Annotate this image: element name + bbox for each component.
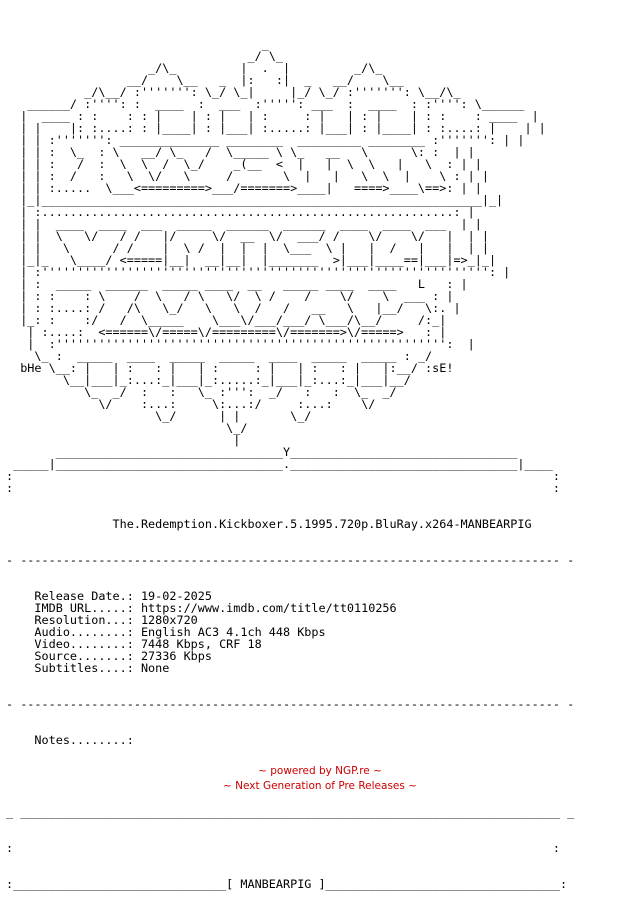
art-line: | :'''''''''''''''''''''''''''''''''''''… xyxy=(6,265,511,279)
art-line: | : : : \ / \ / \ \/ \ / / \/ \ ___ : | xyxy=(6,289,454,303)
footer-powered-by: ~ powered by NGP.re ~ xyxy=(258,765,382,777)
art-line: |_: : :/ / \_____ \___\/___/___/ \___/\_… xyxy=(6,313,447,327)
separator-dot: : : xyxy=(6,841,560,855)
info-value: 19-02-2025 xyxy=(140,589,212,603)
ascii-art-logo: _ _/ \_ _/\_ | . | _/\_ __/ \__ _ |: :| … xyxy=(6,38,634,494)
art-line: \/ :...: \:...:/ :...: \/ xyxy=(6,397,376,411)
info-label: Audio........: xyxy=(6,625,141,639)
info-row: Source.......: 27336 Kbps xyxy=(6,650,634,662)
info-value: 1280x720 xyxy=(140,613,198,627)
info-row: IMDB URL.....: https://www.imdb.com/titl… xyxy=(6,602,634,614)
info-row: Resolution...: 1280x720 xyxy=(6,614,634,626)
info-label: Resolution...: xyxy=(6,613,141,627)
art-line: | | \ \/ / / |/ \/ __ \/ ___/ / \/ \/ | … xyxy=(6,229,489,243)
info-value: 7448 Kbps, CRF 18 xyxy=(140,637,262,651)
info-label: Video........: xyxy=(6,637,141,651)
info-label: Release Date.: xyxy=(6,589,141,603)
art-line: _/\__/ :''''''': \_/ \_| |_/ \_/ :''''''… xyxy=(6,85,461,99)
art-line: | :....: <======\/=====\/=========\/====… xyxy=(6,325,447,339)
notes-row: Notes........: xyxy=(6,734,634,746)
notes-label: Notes........: xyxy=(6,733,141,747)
art-line: | | :''''''': ______________ ________ __… xyxy=(6,133,525,147)
art-line: | | ____ ____ ___ _____ ______ ______ __… xyxy=(6,217,482,231)
art-line: | : :....: / /\ \_/ \ \ / / __ \ |__/ \:… xyxy=(6,301,461,315)
art-line: | :'''''''''''''''''''''''''''''''''''''… xyxy=(6,337,475,351)
art-line: | | |: :....: : |____| : |___| :.....: |… xyxy=(6,121,546,135)
footer-tagline: ~ Next Generation of Pre Releases ~ xyxy=(223,780,417,792)
art-line: | ____ : : : : | | : | | : : | | : | | :… xyxy=(6,109,539,123)
art-line: : : xyxy=(6,481,560,495)
art-line: |_|_____________________________________… xyxy=(6,193,504,207)
art-line: | | \ / / | \ / | | | \___ \ | | / | | |… xyxy=(6,241,489,255)
info-value: 27336 Kbps xyxy=(140,649,212,663)
closing-banner: :______________________________[ MANBEAR… xyxy=(6,877,568,891)
info-label: IMDB URL.....: xyxy=(6,601,141,615)
art-line: bHe \__: | | : : | | : : | | : : | |:__/… xyxy=(6,361,454,375)
info-row: Release Date.: 19-02-2025 xyxy=(6,590,634,602)
info-row: Video........: 7448 Kbps, CRF 18 xyxy=(6,638,634,650)
separator-bottom-open: _ ______________________________________… xyxy=(6,805,575,819)
art-line: \_/ | | \_/ xyxy=(6,409,312,423)
info-value: None xyxy=(140,661,170,675)
info-label: Subtitles....: xyxy=(6,661,141,675)
art-line: \_ _/ : : \_ :''': _/ : : \_ _/ xyxy=(6,385,397,399)
release-title: The.Redemption.Kickboxer.5.1995.720p.Blu… xyxy=(6,517,532,531)
art-line: \_/ xyxy=(6,421,248,435)
separator-dash: - --------------------------------------… xyxy=(6,697,575,711)
art-line: \_ : _____ ____ _____ _____ ____ _____ _… xyxy=(6,349,433,363)
release-info-table: Release Date.: 19-02-2025 IMDB URL.....:… xyxy=(6,590,634,674)
info-label: Source.......: xyxy=(6,649,141,663)
art-line: : : xyxy=(6,469,560,483)
info-row: Audio........: English AC3 4.1ch 448 Kbp… xyxy=(6,626,634,638)
art-line: _ xyxy=(6,37,269,51)
art-line: _/ \_ xyxy=(6,49,283,63)
art-line: | | : \_ : \ __/ \_ / \_____ \ \_ __ \ \… xyxy=(6,145,475,159)
art-line: | | : / : \ \/ \ / \ | | \ \ | \ : | | xyxy=(6,169,489,183)
art-line: | | : / : \ \ / \_/ _(__ < | | \ \ | \ :… xyxy=(6,157,482,171)
art-line: | | :..... \___<=========>___/=======>__… xyxy=(6,181,482,195)
art-line: _/\_ | . | _/\_ xyxy=(6,61,383,75)
info-row: Subtitles....: None xyxy=(6,662,634,674)
info-value: https://www.imdb.com/title/tt0110256 xyxy=(140,601,397,615)
art-line: _____|________________________________._… xyxy=(6,457,553,471)
art-line: __/ \__ _ |: :| _ __/ \__ xyxy=(6,73,404,87)
art-line: | : _____ ______ _____ ____ __ _____ ___… xyxy=(6,277,468,291)
art-line: \__|___|_:...:_|___|_:.....:_|___|_:...:… xyxy=(6,373,411,387)
art-line: ________________________________Y_______… xyxy=(6,445,518,459)
art-line: |_|_ \____/ <=====|__| __|__| |_______ >… xyxy=(6,253,497,267)
info-value: English AC3 4.1ch 448 Kbps xyxy=(140,625,326,639)
separator-dash: - --------------------------------------… xyxy=(6,553,575,567)
art-line: ______/ :'''': : ____ : ___ :''''': ___ … xyxy=(6,97,525,111)
art-line: | xyxy=(6,433,241,447)
art-line: | :.....................................… xyxy=(6,205,475,219)
